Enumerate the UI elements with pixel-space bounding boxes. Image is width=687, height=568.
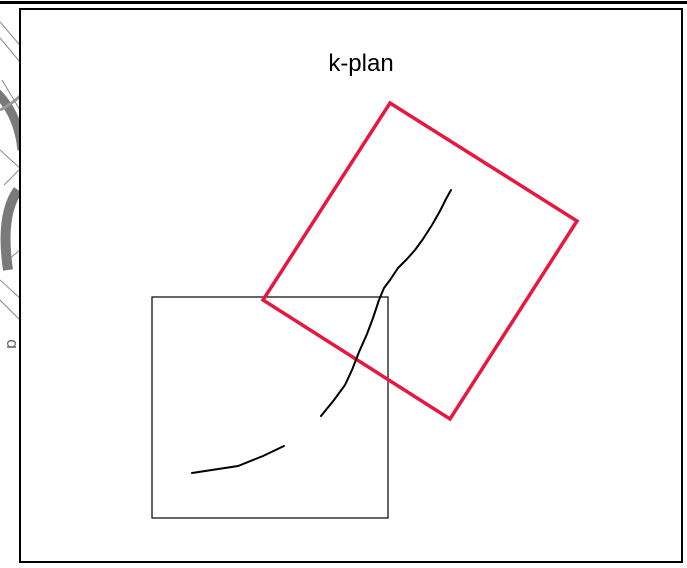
sketch-line (0, 149, 23, 171)
path-segment-lower (191, 445, 285, 474)
diagram-panel: k-plan (19, 8, 683, 563)
sketch-arc (0, 187, 23, 271)
rotated-frame (260, 100, 580, 422)
window-top-border (0, 1, 687, 4)
base-frame (151, 296, 389, 519)
sketch-line (0, 299, 21, 321)
sketch-line (0, 279, 23, 301)
sketch-glyph: ɑ (3, 339, 22, 349)
sketch-arc (0, 94, 22, 112)
sketch-line (0, 37, 21, 63)
path-segment-upper (320, 189, 452, 417)
